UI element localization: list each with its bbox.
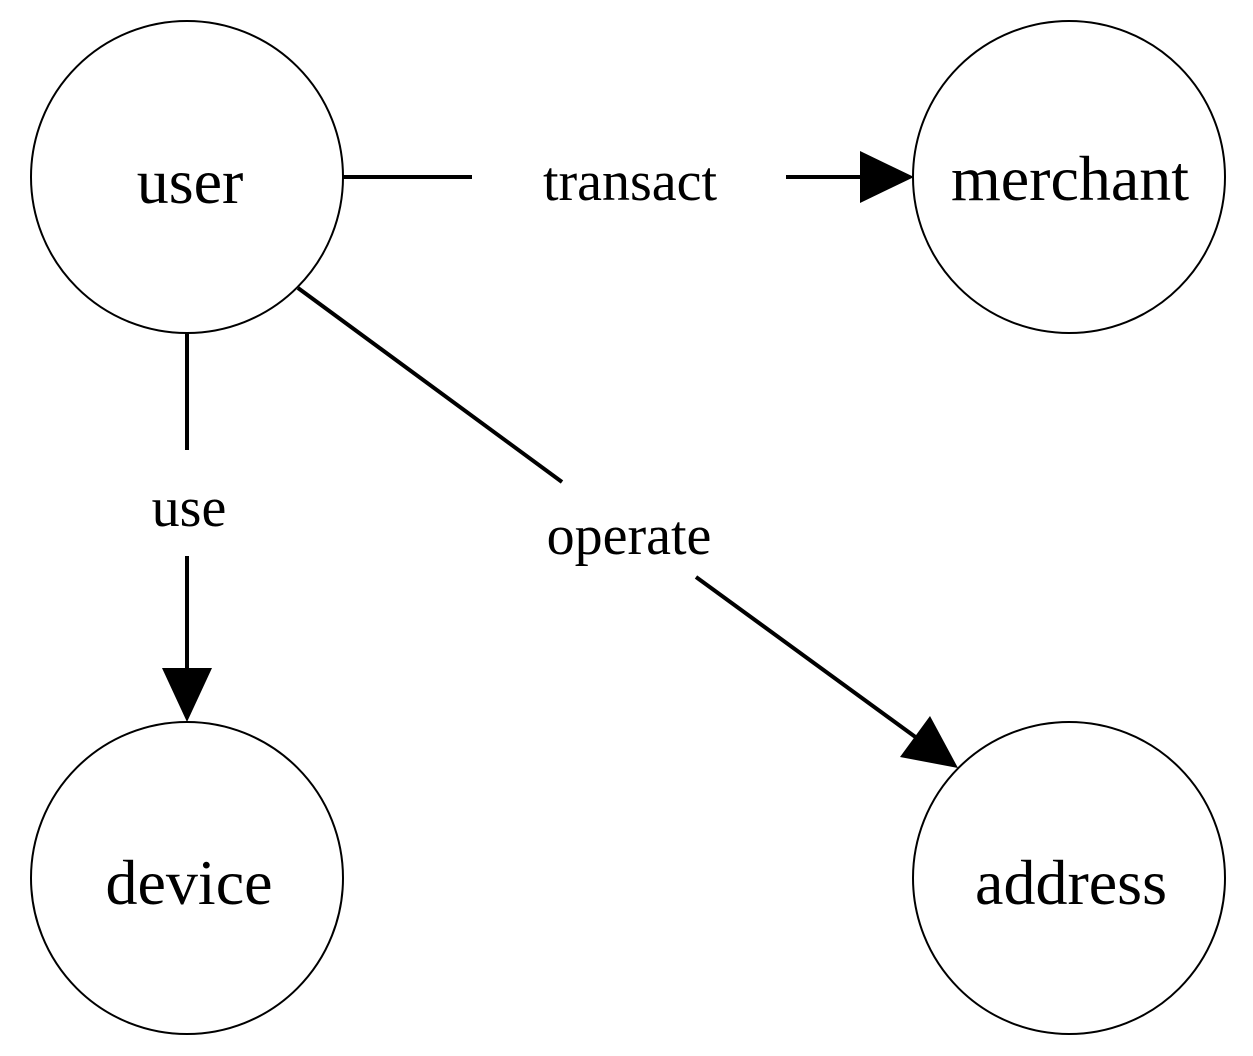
node-address-circle [912, 721, 1226, 1035]
edge-label-use: use [152, 477, 227, 539]
node-label-user: user [137, 146, 244, 217]
node-device: device [30, 721, 344, 1035]
node-device-circle [30, 721, 344, 1035]
edge-operate-line-bottom [694, 575, 927, 746]
node-label-merchant: merchant [951, 143, 1189, 214]
node-merchant: merchant [912, 20, 1226, 334]
edge-use: use [152, 332, 227, 722]
node-label-address: address [975, 847, 1167, 918]
node-address: address [912, 721, 1226, 1035]
edge-use-arrowhead [162, 668, 212, 722]
edge-label-operate: operate [547, 505, 712, 567]
node-label-device: device [106, 847, 273, 918]
edge-operate-arrowhead [900, 716, 958, 768]
node-user: user [30, 20, 344, 334]
edge-operate: operate [296, 286, 958, 768]
node-merchant-circle [912, 20, 1226, 334]
edge-operate-line-top [296, 286, 564, 484]
edge-transact-arrowhead [860, 151, 914, 203]
edge-transact: transact [343, 151, 914, 213]
node-user-circle [30, 20, 344, 334]
edge-label-transact: transact [543, 151, 718, 213]
